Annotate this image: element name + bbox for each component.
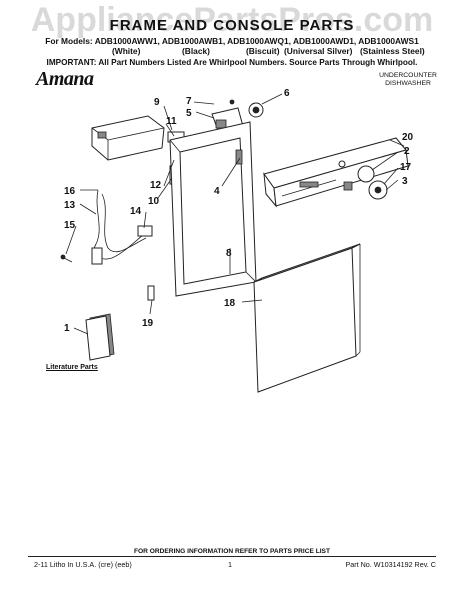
callout-17: 17 xyxy=(400,162,412,173)
footer-page-number: 1 xyxy=(228,560,232,569)
callout-14: 14 xyxy=(130,206,142,217)
category-line-1: UNDERCOUNTER xyxy=(379,72,437,79)
color-white: (White) xyxy=(112,46,141,56)
part-inner-door-shape xyxy=(169,121,257,297)
callout-7: 7 xyxy=(186,96,192,107)
callout-10: 10 xyxy=(148,196,160,207)
part-outer-door-shape xyxy=(253,243,361,393)
part-clip-shape xyxy=(147,285,155,301)
page-title: FRAME AND CONSOLE PARTS xyxy=(109,17,355,34)
brand-logo: Amana xyxy=(36,68,94,90)
footer-litho: 2-11 Litho In U.S.A. (cre) (eeb) xyxy=(34,560,132,569)
callout-4: 4 xyxy=(214,186,220,197)
category-line-2: DISHWASHER xyxy=(385,80,431,87)
color-universal-silver: (Universal Silver) xyxy=(284,46,353,56)
watermark: AppliancePartsPros.com xyxy=(30,1,434,39)
callout-6: 6 xyxy=(284,88,290,99)
important-note: IMPORTANT: All Part Numbers Listed Are W… xyxy=(46,58,418,67)
footer-divider xyxy=(28,556,436,557)
callout-9: 9 xyxy=(154,97,160,108)
callout-1: 1 xyxy=(64,323,70,334)
callout-3: 3 xyxy=(402,176,408,187)
callout-20: 20 xyxy=(402,132,414,143)
part-harness-shape xyxy=(91,189,153,265)
part-literature-shape xyxy=(85,313,115,361)
callout-19: 19 xyxy=(142,318,154,329)
color-black: (Black) xyxy=(182,46,210,56)
part-switch-shape xyxy=(248,102,264,118)
callout-2: 2 xyxy=(404,146,410,157)
leader-lines xyxy=(65,93,405,335)
callout-11: 11 xyxy=(166,116,177,127)
color-stainless-steel: (Stainless Steel) xyxy=(360,46,425,56)
callout-5: 5 xyxy=(186,108,192,119)
part-knob-shape xyxy=(343,165,388,200)
callout-12: 12 xyxy=(150,180,162,191)
literature-parts-label: Literature Parts xyxy=(46,364,98,371)
callout-13: 13 xyxy=(64,200,76,211)
callout-8: 8 xyxy=(226,248,232,259)
ordering-info: FOR ORDERING INFORMATION REFER TO PARTS … xyxy=(134,548,330,555)
color-biscuit: (Biscuit) xyxy=(246,46,280,56)
model-list: For Models: ADB1000AWW1, ADB1000AWB1, AD… xyxy=(45,36,419,46)
appliance-category: UNDERCOUNTER DISHWASHER xyxy=(358,72,458,88)
callout-18: 18 xyxy=(224,298,236,309)
part-screw-15-shape xyxy=(60,254,73,263)
callout-16: 16 xyxy=(64,186,76,197)
part-cover-shape xyxy=(91,115,165,161)
part-console-shape xyxy=(263,137,409,208)
footer-part-number: Part No. W10314192 Rev. C xyxy=(345,560,436,569)
callout-15: 15 xyxy=(64,220,76,231)
